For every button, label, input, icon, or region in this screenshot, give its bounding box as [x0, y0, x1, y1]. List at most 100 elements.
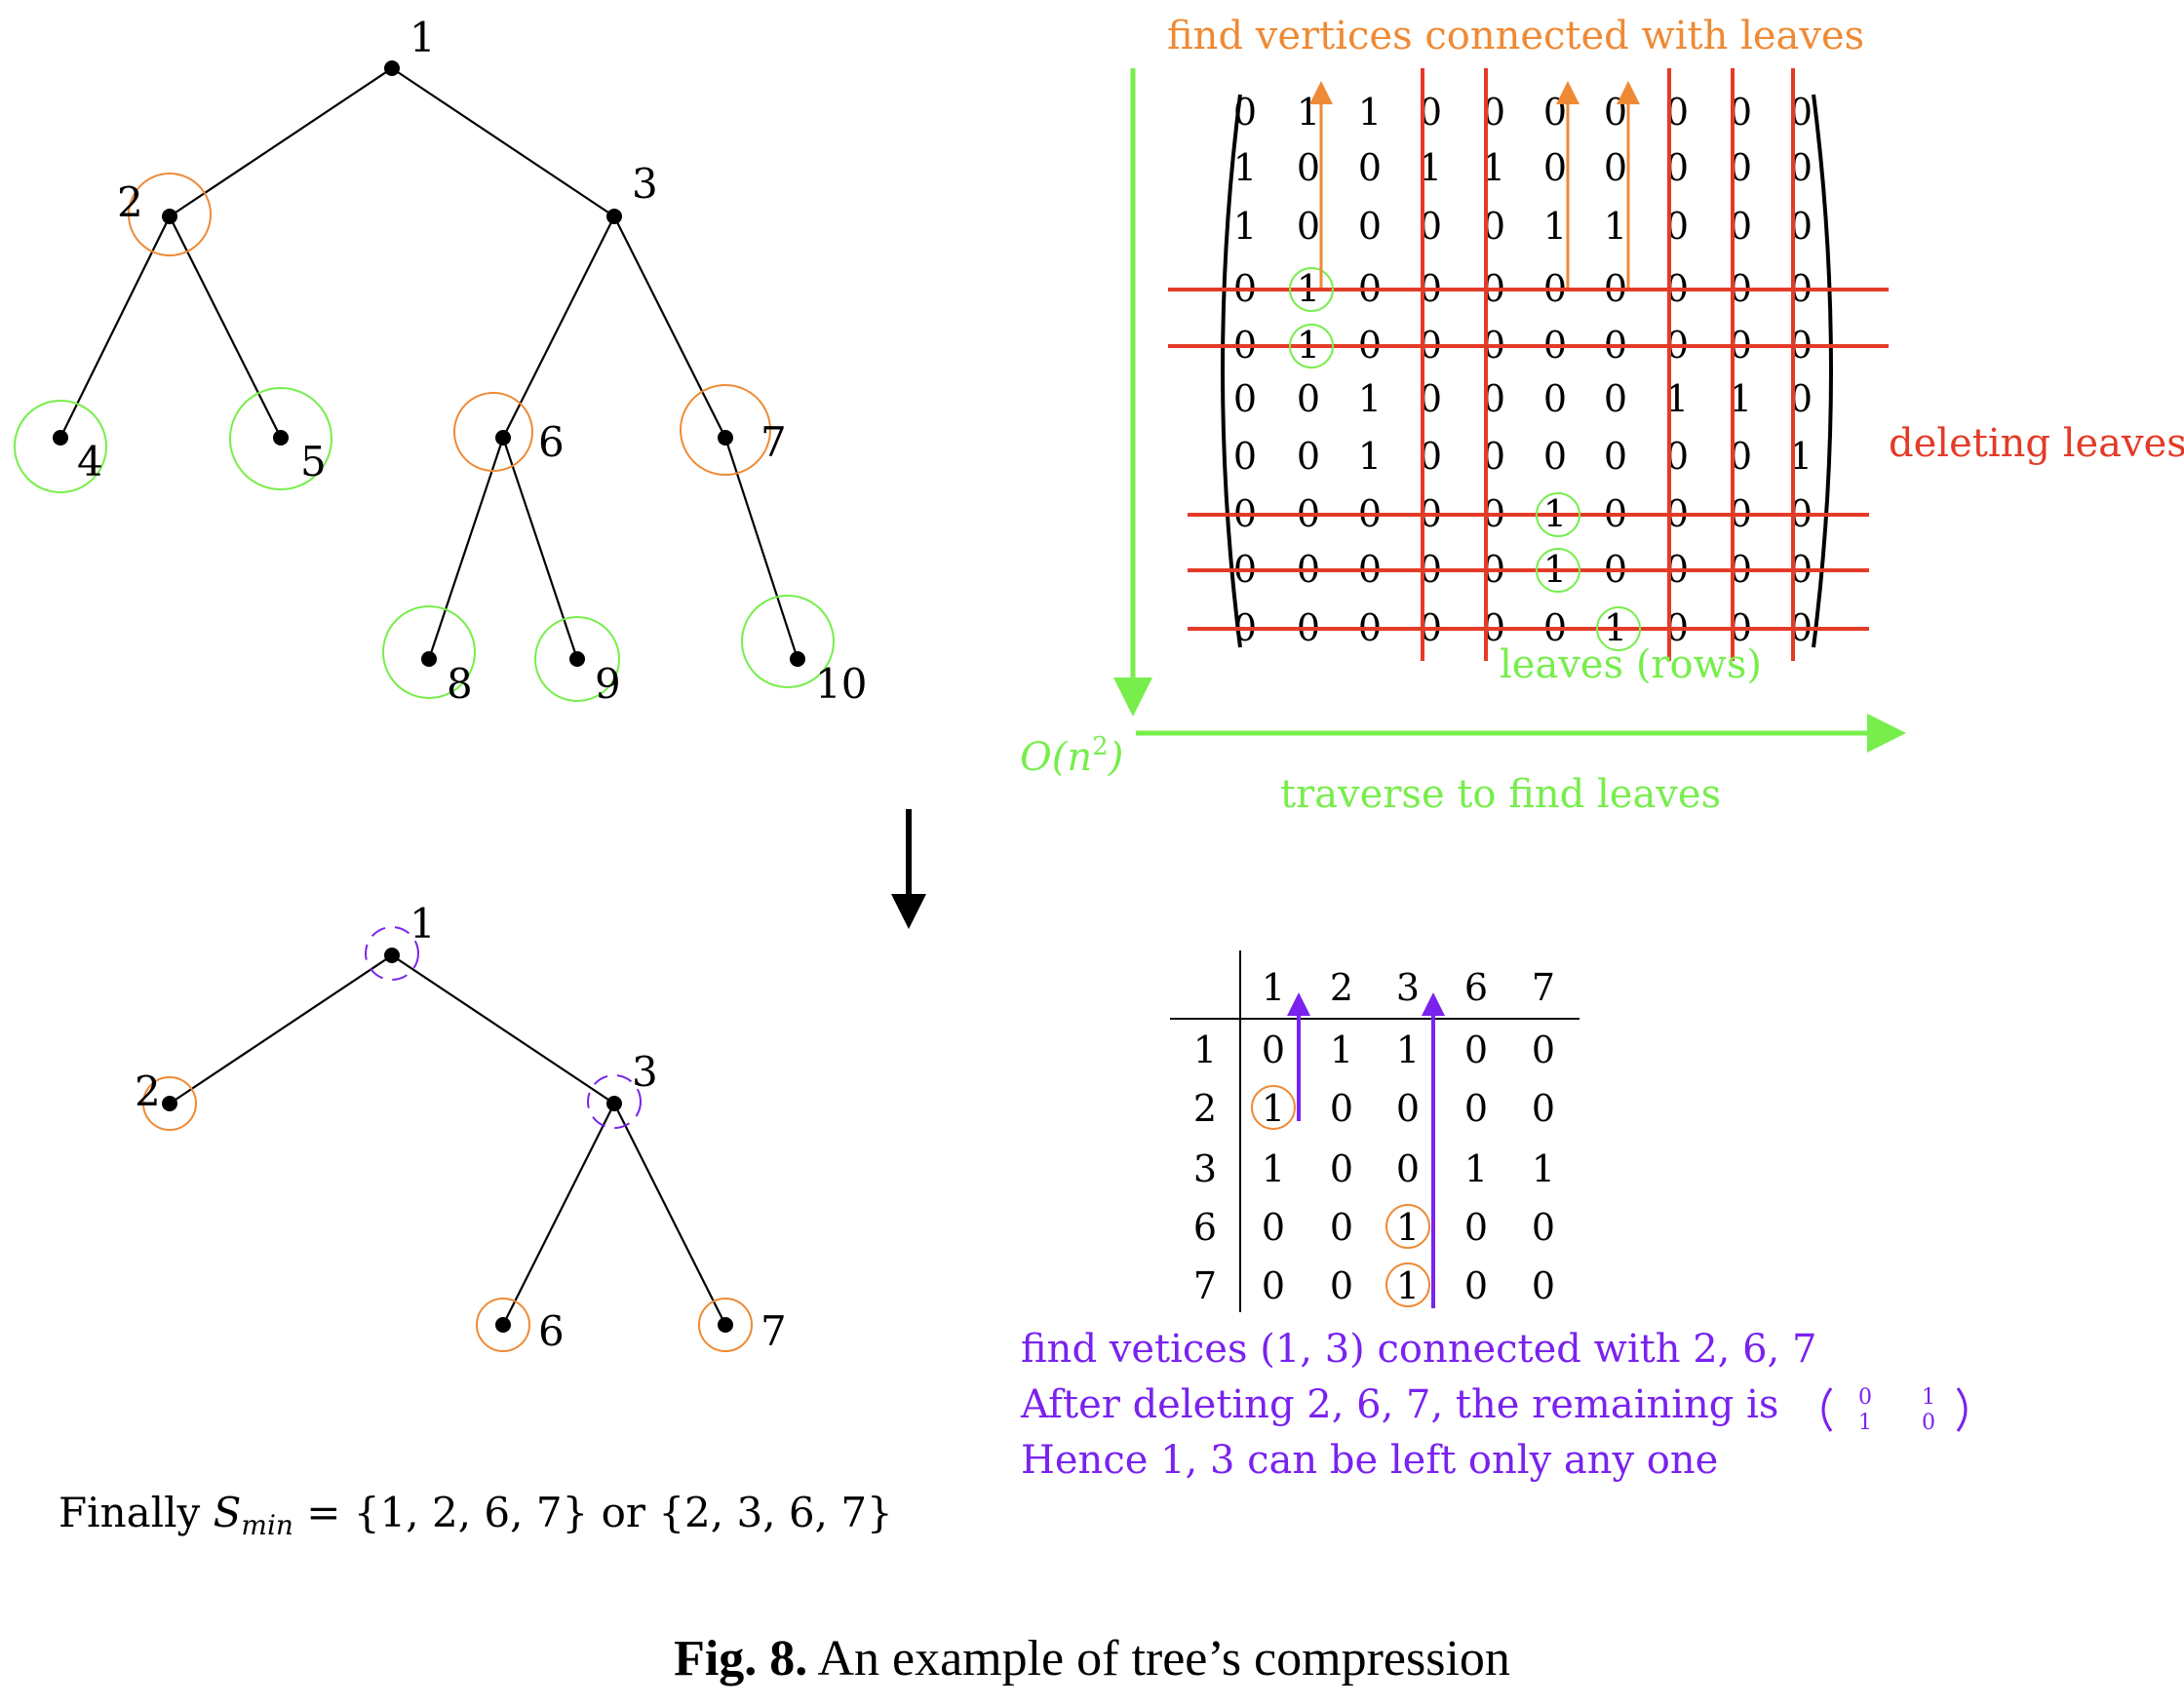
mini-matrix-cell: 0 — [1858, 1385, 1872, 1410]
matrix-cell: 0 — [1297, 377, 1320, 420]
matrix-cell: 0 — [1358, 146, 1382, 189]
matrix-cell: 1 — [1233, 146, 1257, 189]
table-row-header: 1 — [1193, 1028, 1217, 1071]
table-circled-cell — [1251, 1085, 1296, 1130]
tree-top-node — [384, 60, 400, 76]
tree-bottom-node-label: 1 — [410, 900, 436, 948]
label-deleting-leaves: deleting leaves — [1889, 421, 2184, 466]
tree-top-node-label: 6 — [538, 418, 565, 466]
tree-bottom-node-label: 6 — [538, 1307, 565, 1355]
tree-top-node — [495, 430, 511, 446]
tree-top-edge — [501, 437, 579, 660]
tree-top-edge — [59, 215, 171, 439]
matrix-cell: 0 — [1297, 435, 1320, 478]
table-cell: 0 — [1464, 1087, 1488, 1130]
matrix-cell: 0 — [1233, 435, 1257, 478]
tree-top-edge — [613, 215, 726, 439]
tree-top-highlight — [382, 605, 476, 699]
tree-top-node — [53, 430, 68, 446]
table-col-header: 7 — [1532, 966, 1555, 1009]
label-leaves-rows: leaves (rows) — [1500, 642, 1762, 687]
table-row-header: 3 — [1193, 1147, 1217, 1190]
tree-top-node — [718, 430, 733, 446]
final-result: Finally Smin = {1, 2, 6, 7} or {2, 3, 6,… — [58, 1489, 893, 1541]
tree-top-node — [421, 651, 437, 667]
table-cell: 1 — [1330, 1028, 1353, 1071]
mini-matrix-cell: 1 — [1922, 1385, 1935, 1410]
table-cell: 0 — [1262, 1264, 1285, 1307]
tree-top-node-label: 3 — [632, 160, 658, 208]
table-circled-cell — [1385, 1262, 1430, 1307]
tree-bottom-node-label: 3 — [632, 1048, 658, 1096]
tree-top-highlight — [229, 387, 332, 490]
table-col-header: 6 — [1464, 966, 1488, 1009]
tree-top-node-label: 8 — [447, 660, 473, 708]
table-cell: 1 — [1464, 1147, 1488, 1190]
tree-top-node — [606, 209, 622, 224]
matrix-cell: 1 — [1358, 377, 1382, 420]
tree-top-highlight — [680, 384, 771, 476]
table-cell: 1 — [1396, 1264, 1420, 1307]
leaf-entry-circle — [1536, 548, 1580, 593]
final-sub: min — [241, 1509, 293, 1541]
matrix-cell: 0 — [1297, 205, 1320, 248]
label-complexity: O(n2) — [1020, 732, 1123, 780]
tree-top-highlight — [741, 595, 835, 688]
tree-top-edge — [391, 67, 615, 217]
table-cell: 0 — [1396, 1147, 1420, 1190]
table-cell: 0 — [1262, 1028, 1285, 1071]
table-cell: 0 — [1464, 1264, 1488, 1307]
tree-bottom-highlight — [142, 1076, 197, 1131]
matrix-cell: 1 — [1358, 91, 1382, 134]
tree-top-highlight — [128, 173, 212, 256]
notes: find vetices (1, 3) connected with 2, 6,… — [1020, 1327, 1968, 1483]
matrix-cell: 0 — [1543, 91, 1567, 134]
note-line-2: After deleting 2, 6, 7, the remaining is — [1020, 1382, 1778, 1427]
table-cell: 1 — [1262, 1147, 1285, 1190]
tree-bottom-node — [384, 948, 400, 963]
matrix-cell: 0 — [1604, 435, 1627, 478]
tree-top-highlight — [534, 616, 620, 702]
note-line-3: Hence 1, 3 can be left only any one — [1021, 1438, 1718, 1483]
table-cell: 0 — [1330, 1087, 1353, 1130]
matrix-cell: 0 — [1297, 146, 1320, 189]
matrix-cell: 0 — [1543, 377, 1567, 420]
table-cell: 0 — [1330, 1206, 1353, 1249]
figure-caption: Fig. 8. An example of tree’s compression — [0, 1630, 2184, 1688]
table-cell: 1 — [1396, 1028, 1420, 1071]
tree-bottom-node-label: 2 — [135, 1067, 161, 1115]
mini-left-paren — [1821, 1387, 1833, 1432]
tree-top-node-label: 4 — [77, 438, 103, 485]
matrix-cell: 1 — [1543, 205, 1567, 248]
table-cell: 0 — [1330, 1147, 1353, 1190]
mini-right-paren — [1956, 1387, 1968, 1432]
matrix-cell: 0 — [1233, 377, 1257, 420]
final-eq: = {1, 2, 6, 7} or {2, 3, 6, 7} — [293, 1489, 893, 1536]
final-prefix: Finally — [58, 1489, 214, 1536]
matrix-right-paren — [1812, 94, 1833, 648]
tree-top-node-label: 5 — [300, 438, 327, 485]
tree-bottom-edge — [502, 1103, 615, 1326]
tree-bottom-highlight — [587, 1074, 642, 1129]
note-line-1: find vetices (1, 3) connected with 2, 6,… — [1021, 1327, 1816, 1372]
tree-bottom-edge — [169, 954, 393, 1105]
table-cell: 0 — [1532, 1028, 1555, 1071]
tree-top-node-label: 2 — [117, 178, 143, 226]
caption-text: An example of tree’s compression — [807, 1631, 1510, 1687]
matrix-cell: 1 — [1604, 205, 1627, 248]
tree-bottom-node — [162, 1096, 177, 1111]
leaf-entry-circle — [1536, 492, 1580, 537]
table-cell: 0 — [1464, 1206, 1488, 1249]
tree-top-edge — [169, 67, 393, 217]
matrix-cell: 0 — [1233, 91, 1257, 134]
table-cell: 1 — [1396, 1206, 1420, 1249]
table-col-header: 3 — [1396, 966, 1420, 1009]
tree-bottom-edge — [613, 1103, 726, 1326]
table-cell: 1 — [1262, 1087, 1285, 1130]
tree-bottom-node — [495, 1317, 511, 1333]
